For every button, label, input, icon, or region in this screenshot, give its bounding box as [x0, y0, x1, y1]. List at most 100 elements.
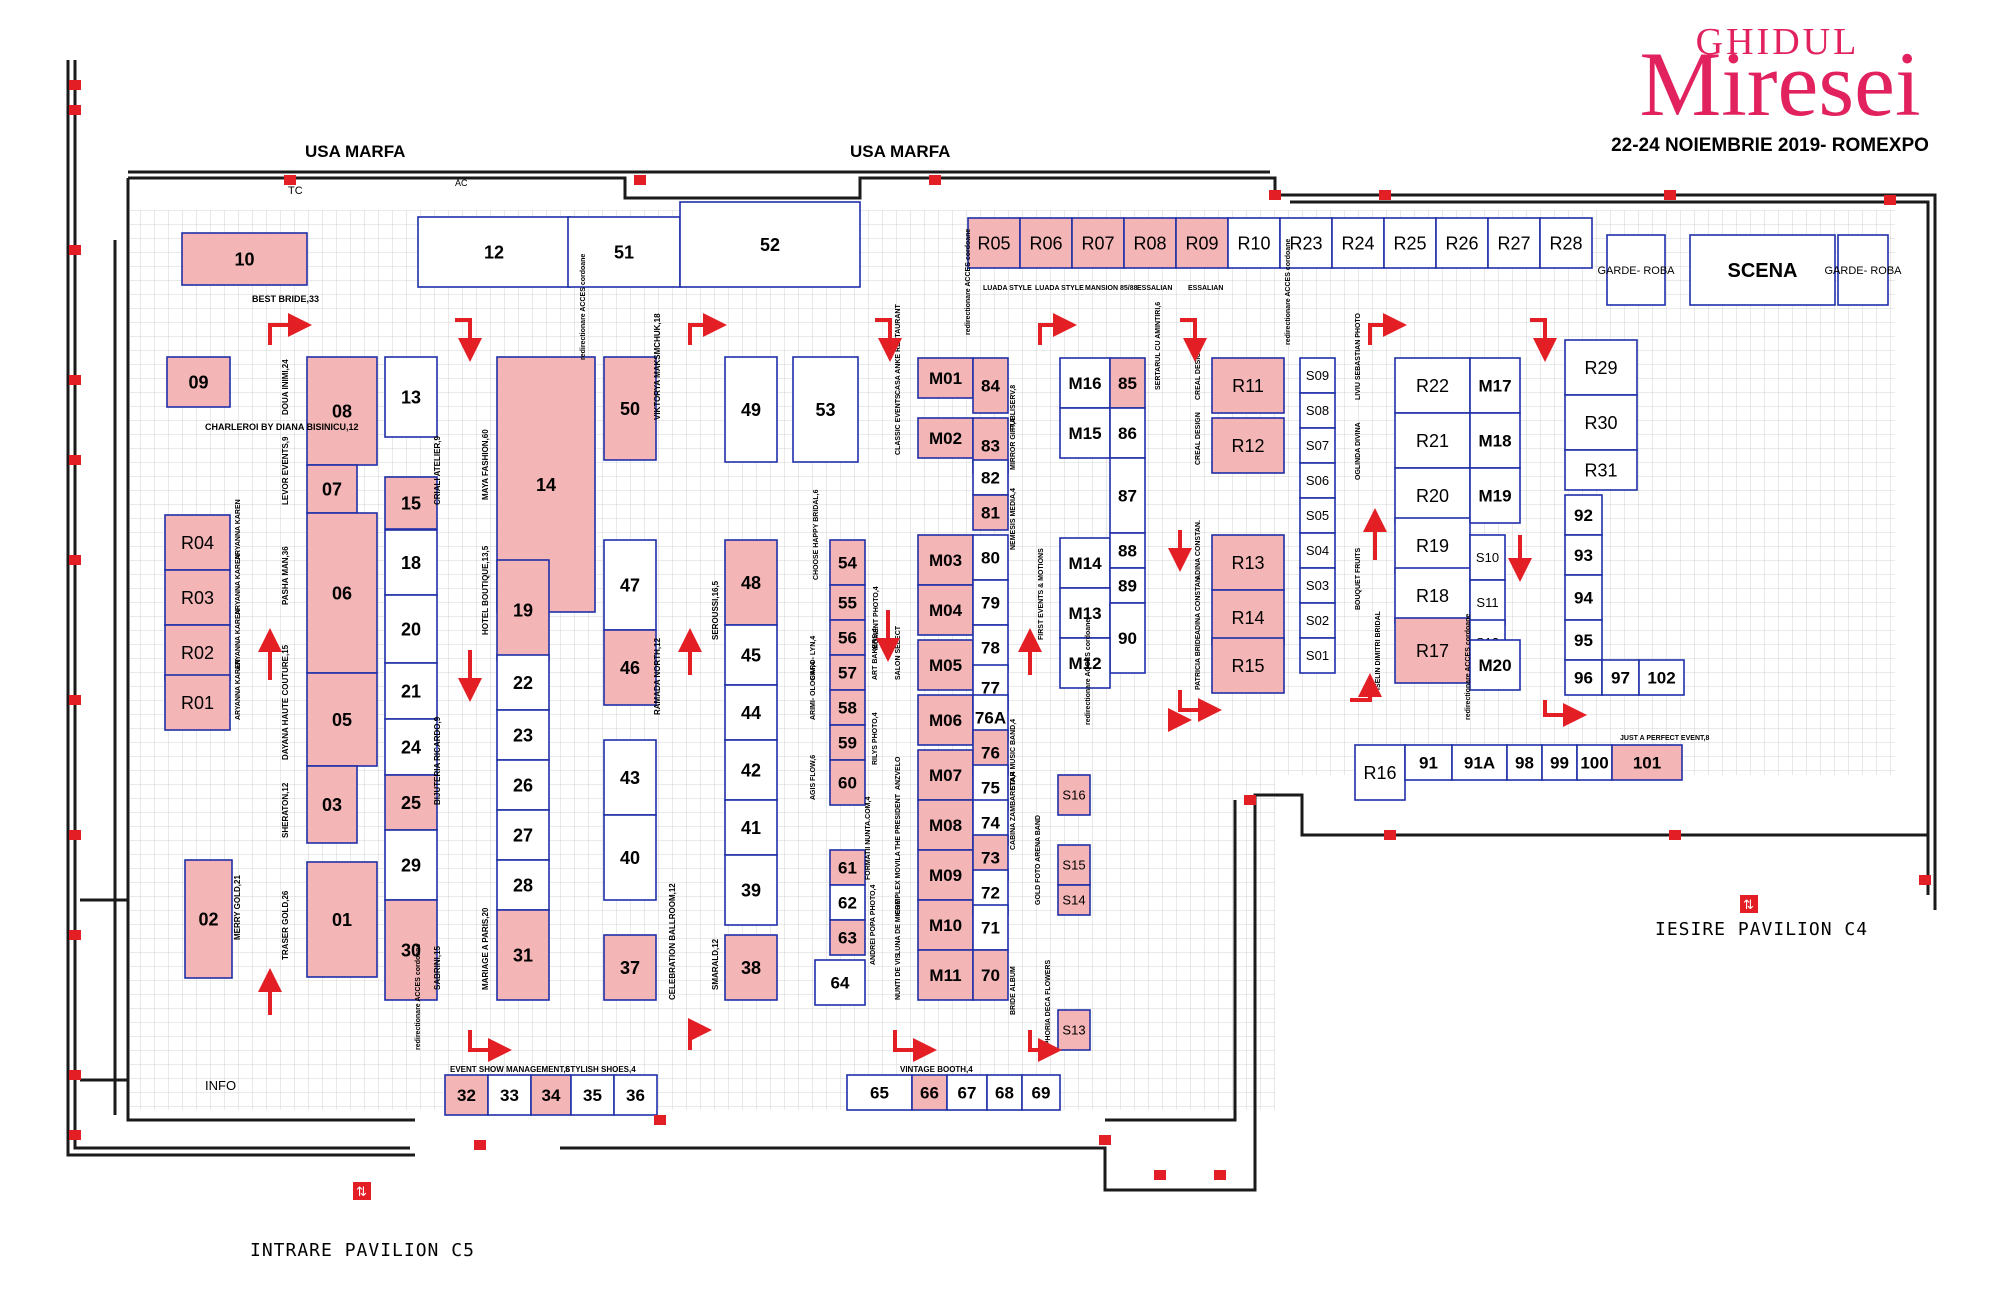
stand-garde-roba-2-box[interactable] — [1837, 234, 1889, 306]
stand-54-box[interactable] — [829, 539, 866, 586]
stand-s02-box[interactable] — [1299, 602, 1336, 639]
stand-r26-box[interactable] — [1435, 217, 1489, 269]
stand-09-box[interactable] — [166, 356, 231, 408]
stand-60-box[interactable] — [829, 759, 866, 806]
stand-m01-box[interactable] — [917, 357, 974, 399]
stand-44-box[interactable] — [724, 684, 778, 741]
stand-39-box[interactable] — [724, 854, 778, 926]
stand-r02-box[interactable] — [164, 624, 231, 681]
stand-m11-box[interactable] — [917, 949, 974, 1001]
stand-102-box[interactable] — [1638, 659, 1685, 696]
stand-20-box[interactable] — [384, 594, 438, 664]
stand-garde-roba-1-box[interactable] — [1606, 234, 1666, 306]
stand-45-box[interactable] — [724, 624, 778, 686]
stand-r15-box[interactable] — [1211, 637, 1285, 694]
stand-r31-box[interactable] — [1564, 449, 1638, 491]
stand-95-box[interactable] — [1564, 619, 1603, 661]
stand-92-box[interactable] — [1564, 494, 1603, 536]
stand-r21-box[interactable] — [1394, 412, 1471, 469]
stand-62-box[interactable] — [829, 884, 866, 921]
stand-02-box[interactable] — [184, 859, 233, 979]
stand-94-box[interactable] — [1564, 574, 1603, 621]
stand-68-box[interactable] — [986, 1074, 1023, 1111]
stand-r12-box[interactable] — [1211, 417, 1285, 474]
stand-91-box[interactable] — [1404, 744, 1453, 781]
stand-m15-box[interactable] — [1059, 407, 1111, 459]
stand-s01-box[interactable] — [1299, 637, 1336, 674]
stand-48-box[interactable] — [724, 539, 778, 626]
stand-86-box[interactable] — [1109, 407, 1146, 459]
stand-35-box[interactable] — [570, 1074, 615, 1116]
stand-15-box[interactable] — [384, 476, 438, 530]
stand-38-box[interactable] — [724, 934, 778, 1001]
stand-08-box[interactable] — [306, 356, 378, 466]
stand-81-box[interactable] — [972, 494, 1009, 531]
stand-s15-box[interactable] — [1057, 844, 1091, 886]
stand-24-box[interactable] — [384, 718, 438, 776]
stand-87-box[interactable] — [1109, 457, 1146, 534]
stand-m04-box[interactable] — [917, 584, 974, 636]
stand-r09-box[interactable] — [1175, 217, 1229, 269]
stand-71-box[interactable] — [972, 904, 1009, 951]
stand-53-box[interactable] — [792, 356, 859, 463]
stand-r08-box[interactable] — [1123, 217, 1177, 269]
stand-r01-box[interactable] — [164, 674, 231, 731]
stand-101-box[interactable] — [1611, 744, 1683, 781]
stand-42-box[interactable] — [724, 739, 778, 801]
stand-s05-box[interactable] — [1299, 497, 1336, 534]
stand-30-box[interactable] — [384, 899, 438, 1001]
stand-r27-box[interactable] — [1487, 217, 1541, 269]
stand-13-box[interactable] — [384, 356, 438, 438]
stand-scena-box[interactable] — [1689, 234, 1836, 306]
stand-r18-box[interactable] — [1394, 567, 1471, 624]
stand-97-box[interactable] — [1601, 659, 1640, 696]
stand-58-box[interactable] — [829, 689, 866, 726]
stand-r17-box[interactable] — [1394, 617, 1471, 684]
stand-91a-box[interactable] — [1451, 744, 1508, 781]
stand-70-box[interactable] — [972, 949, 1009, 1001]
stand-43-box[interactable] — [603, 739, 657, 816]
stand-29-box[interactable] — [384, 829, 438, 901]
stand-m14-box[interactable] — [1059, 537, 1111, 589]
stand-r03-box[interactable] — [164, 569, 231, 626]
stand-03-box[interactable] — [306, 765, 358, 844]
stand-m07-box[interactable] — [917, 749, 974, 801]
stand-18-box[interactable] — [384, 529, 438, 596]
stand-m19-box[interactable] — [1469, 467, 1521, 524]
stand-s09-box[interactable] — [1299, 357, 1336, 394]
stand-27-box[interactable] — [496, 809, 550, 861]
stand-51-box[interactable] — [567, 216, 681, 288]
stand-r04-box[interactable] — [164, 514, 231, 571]
stand-46-box[interactable] — [603, 629, 657, 706]
stand-31-box[interactable] — [496, 909, 550, 1001]
stand-m09-box[interactable] — [917, 849, 974, 901]
stand-22-box[interactable] — [496, 654, 550, 711]
stand-s16-box[interactable] — [1057, 774, 1091, 816]
stand-67-box[interactable] — [946, 1074, 988, 1111]
stand-99-box[interactable] — [1541, 744, 1578, 781]
stand-80-box[interactable] — [972, 534, 1009, 581]
stand-r11-box[interactable] — [1211, 357, 1285, 414]
stand-r19-box[interactable] — [1394, 517, 1471, 574]
stand-63-box[interactable] — [829, 919, 866, 956]
stand-55-box[interactable] — [829, 584, 866, 621]
stand-r13-box[interactable] — [1211, 534, 1285, 591]
stand-96-box[interactable] — [1564, 659, 1603, 696]
stand-61-box[interactable] — [829, 849, 866, 886]
stand-40-box[interactable] — [603, 814, 657, 901]
stand-50-box[interactable] — [603, 356, 657, 461]
stand-s03-box[interactable] — [1299, 567, 1336, 604]
stand-r16-box[interactable] — [1354, 744, 1406, 801]
stand-88-box[interactable] — [1109, 532, 1146, 569]
stand-89-box[interactable] — [1109, 567, 1146, 604]
stand-69-box[interactable] — [1021, 1074, 1061, 1111]
stand-57-box[interactable] — [829, 654, 866, 691]
stand-49-box[interactable] — [724, 356, 778, 463]
stand-21-box[interactable] — [384, 662, 438, 720]
stand-64-box[interactable] — [814, 959, 866, 1006]
stand-r29-box[interactable] — [1564, 339, 1638, 396]
stand-r07-box[interactable] — [1071, 217, 1125, 269]
stand-12-box[interactable] — [417, 216, 571, 288]
stand-47-box[interactable] — [603, 539, 657, 631]
stand-m18-box[interactable] — [1469, 412, 1521, 469]
